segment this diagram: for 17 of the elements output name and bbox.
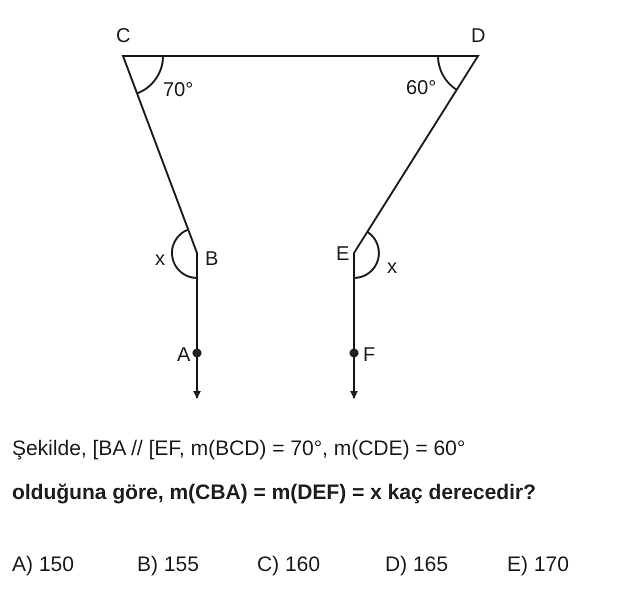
answer-option: B) 155	[137, 553, 199, 577]
point-label: E	[336, 242, 350, 266]
answer-option: C) 160	[257, 553, 320, 577]
question-text: Şekilde, [BA // [EF, m(BCD) = 70°, m(CDE) = 60°	[12, 436, 466, 462]
answer-option: A) 150	[12, 553, 74, 577]
angle-label: x	[155, 247, 165, 271]
point-label: C	[116, 24, 130, 48]
question-prompt: olduğuna göre, m(CBA) = m(DEF) = x kaç derecedir?	[12, 480, 537, 506]
answer-option: E) 170	[507, 553, 569, 577]
answer-option: D) 165	[385, 553, 448, 577]
angle-label: x	[387, 255, 397, 279]
angle-label: 60°	[406, 76, 436, 100]
point-label: A	[177, 343, 190, 367]
point-label: F	[363, 343, 376, 367]
angle-label: 70°	[163, 78, 194, 102]
point-label: B	[205, 247, 218, 271]
point-label: D	[471, 24, 486, 48]
